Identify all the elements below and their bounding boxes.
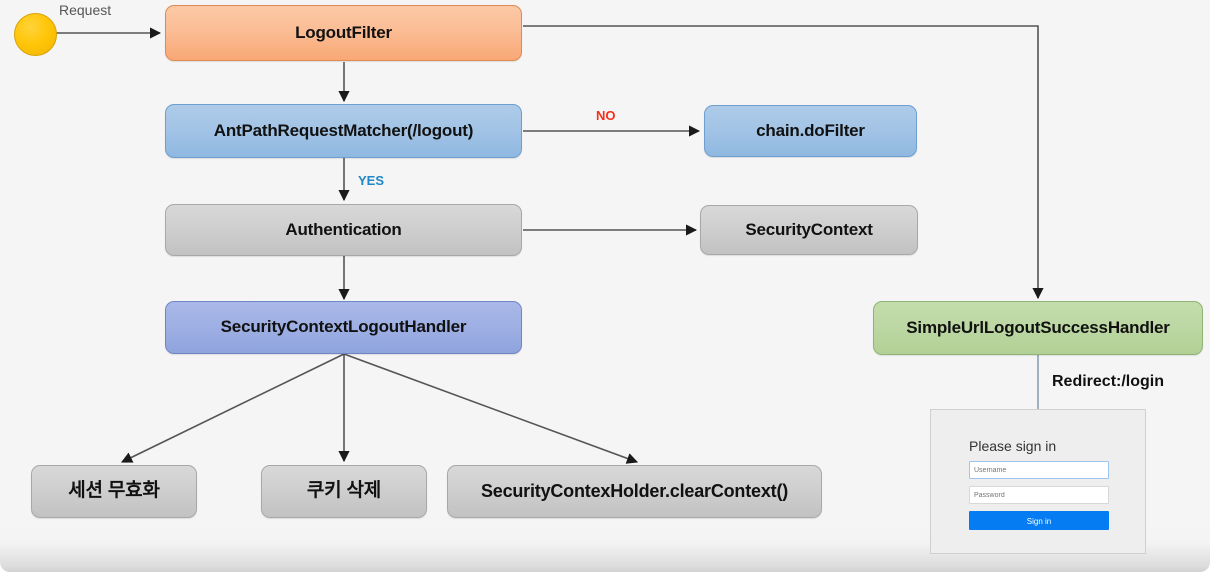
node-session-invalidate[interactable]: 세션 무효화 bbox=[31, 465, 197, 518]
node-logout-filter[interactable]: LogoutFilter bbox=[165, 5, 522, 61]
node-security-context-logout-handler[interactable]: SecurityContextLogoutHandler bbox=[165, 301, 522, 354]
node-authentication[interactable]: Authentication bbox=[165, 204, 522, 256]
sign-in-button[interactable]: Sign in bbox=[969, 511, 1109, 530]
edge-label-request: Request bbox=[59, 2, 112, 18]
edge-logouthandler-to-clearcontext bbox=[343, 353, 639, 464]
edge-label-redirect: Redirect:/login bbox=[1052, 373, 1165, 390]
node-ant-path-request-matcher[interactable]: AntPathRequestMatcher(/logout) bbox=[165, 104, 522, 158]
login-page-preview: Please sign in Sign in bbox=[930, 409, 1146, 554]
node-simple-url-logout-success-handler[interactable]: SimpleUrlLogoutSuccessHandler bbox=[873, 301, 1203, 355]
node-cookie-delete[interactable]: 쿠키 삭제 bbox=[261, 465, 427, 518]
edge-logouthandler-to-session-invalidate bbox=[120, 353, 345, 463]
edge-label-yes: YES bbox=[358, 173, 385, 188]
edge-logoutfilter-to-successhandler bbox=[523, 25, 1044, 300]
start-node bbox=[14, 13, 57, 56]
node-security-context[interactable]: SecurityContext bbox=[700, 205, 918, 255]
login-form: Please sign in Sign in bbox=[969, 438, 1109, 530]
login-heading: Please sign in bbox=[969, 438, 1057, 454]
node-chain-dofilter[interactable]: chain.doFilter bbox=[704, 105, 917, 157]
node-clear-context[interactable]: SecurityContexHolder.clearContext() bbox=[447, 465, 822, 518]
edge-label-no: NO bbox=[596, 108, 616, 123]
username-input[interactable] bbox=[969, 461, 1109, 479]
password-input[interactable] bbox=[969, 486, 1109, 504]
